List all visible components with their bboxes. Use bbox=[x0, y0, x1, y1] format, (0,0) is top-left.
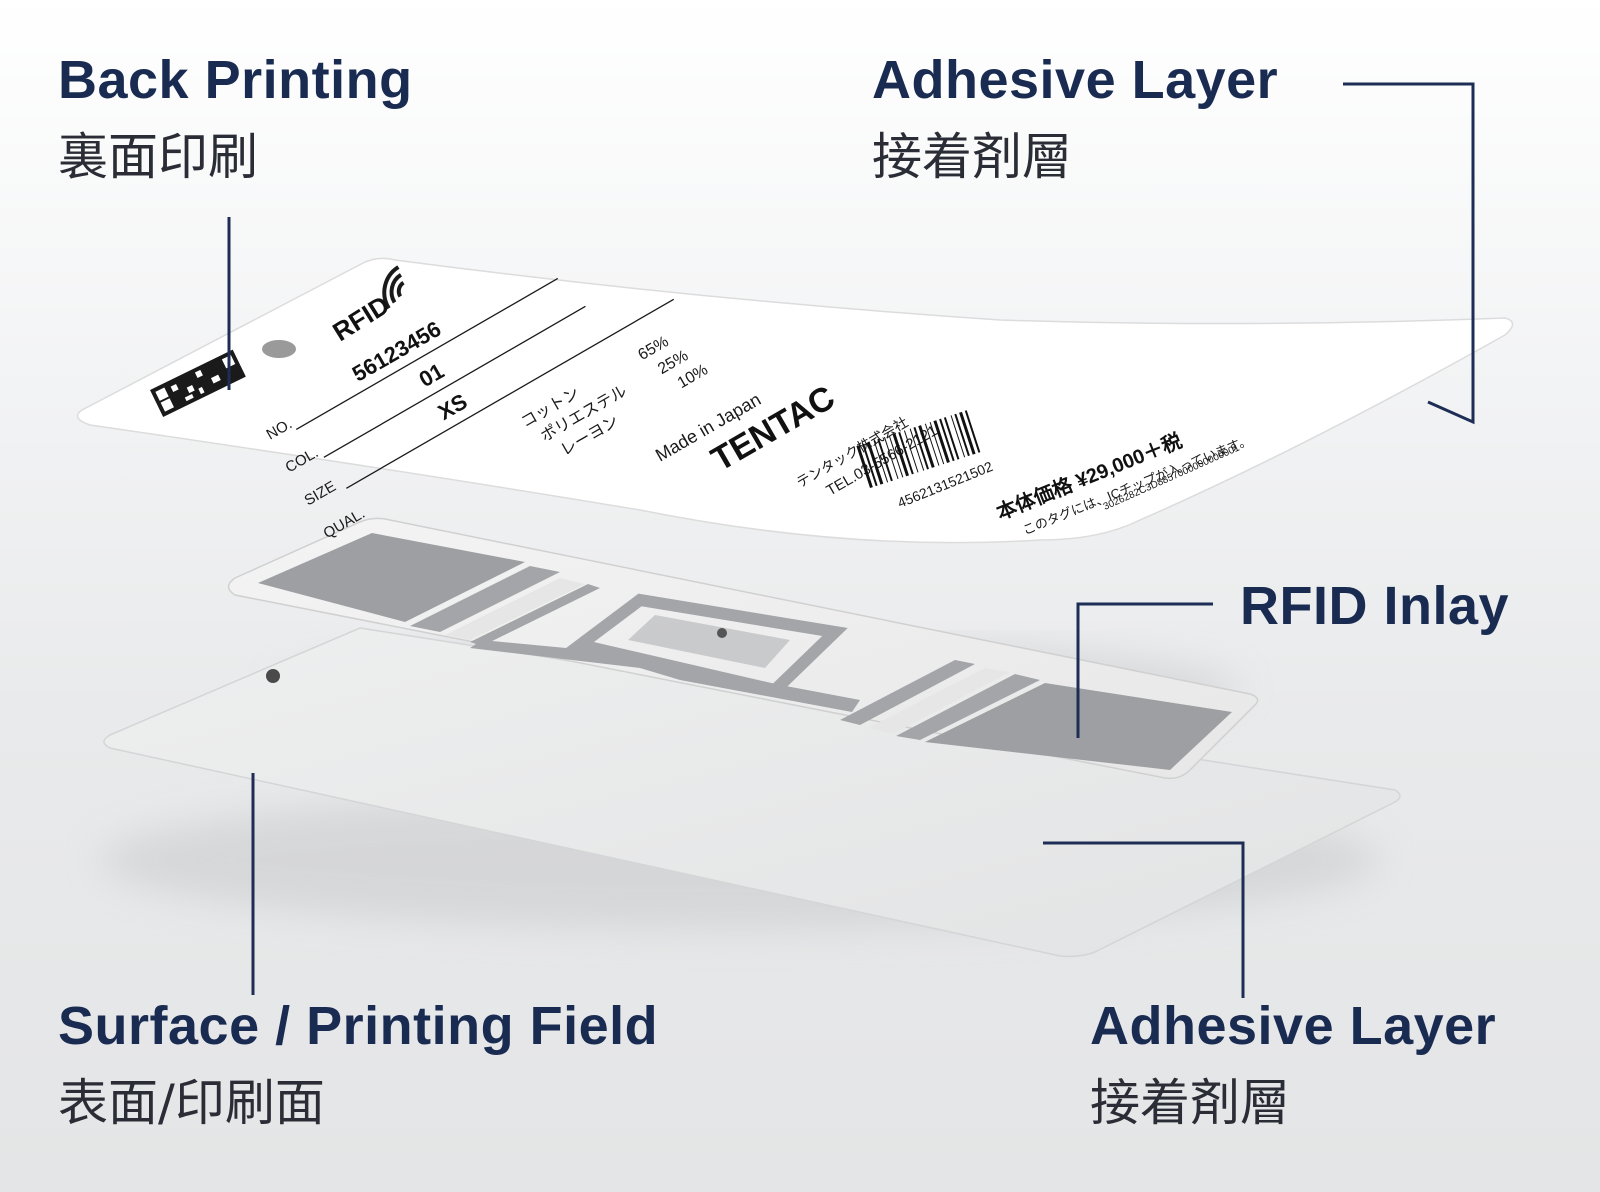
barcode-bar bbox=[877, 438, 893, 482]
barcode-bar bbox=[903, 430, 919, 473]
adhesive-top-jp: 接着剤層 bbox=[872, 127, 1072, 186]
barcode-bar bbox=[856, 445, 873, 488]
barcode-bar bbox=[924, 423, 940, 466]
antenna-meander-right bbox=[896, 674, 1040, 740]
barcode-bar bbox=[954, 413, 970, 457]
hole-icon bbox=[266, 669, 280, 683]
barcode-bar bbox=[883, 436, 899, 480]
leader-adhesive-top bbox=[1343, 82, 1475, 425]
printed-tag: RFID NO. 56123456 COL. 01 SIZE XS QUAL. … bbox=[76, 257, 1514, 544]
adhesive-bottom-jp: 接着剤層 bbox=[1090, 1073, 1290, 1132]
barcode-bar bbox=[866, 441, 884, 485]
barcode-bar bbox=[918, 425, 935, 468]
rfid-wave-icon bbox=[382, 265, 405, 310]
antenna-meander-left bbox=[410, 566, 560, 632]
barcode-bar bbox=[862, 443, 878, 487]
rfid-inlay-en: RFID Inlay bbox=[1240, 576, 1510, 636]
barcode-bar bbox=[959, 411, 976, 455]
barcode-bar bbox=[929, 422, 945, 465]
barcode-bar bbox=[873, 440, 889, 483]
surface-label: Surface / Printing Field 表面/印刷面 bbox=[58, 998, 658, 1129]
adhesive-top-en: Adhesive Layer bbox=[872, 50, 1279, 110]
back-printing-en: Back Printing bbox=[58, 50, 413, 110]
hole-icon bbox=[262, 340, 296, 358]
adhesive-top-label: Adhesive Layer 接着剤層 bbox=[872, 52, 1278, 183]
barcode-bar bbox=[888, 435, 904, 478]
adhesive-bottom-label: Adhesive Layer 接着剤層 bbox=[1090, 998, 1496, 1129]
leader-adhesive-bottom bbox=[1043, 841, 1245, 998]
rfid-inlay bbox=[227, 517, 1259, 780]
back-printing-label: Back Printing 裏面印刷 bbox=[58, 52, 413, 183]
surface-card bbox=[103, 627, 1401, 958]
barcode-bar bbox=[898, 431, 914, 475]
adhesive-bottom-en: Adhesive Layer bbox=[1090, 996, 1497, 1056]
barcode-bar bbox=[950, 415, 966, 458]
back-printing-jp: 裏面印刷 bbox=[58, 127, 258, 186]
leader-rfid-inlay bbox=[1076, 602, 1213, 738]
antenna-pad-left bbox=[258, 533, 525, 622]
barcode-bar bbox=[939, 418, 955, 462]
surface-jp: 表面/印刷面 bbox=[58, 1073, 325, 1132]
barcode-bar bbox=[909, 428, 925, 471]
leader-lines bbox=[227, 82, 1475, 998]
rfid-inlay-label: RFID Inlay bbox=[1240, 578, 1509, 635]
barcode-bar bbox=[964, 410, 981, 453]
size-label: SIZE bbox=[302, 478, 339, 509]
barcode-bar bbox=[892, 433, 909, 477]
barcode-bar bbox=[943, 417, 960, 460]
barcode-bar bbox=[913, 426, 929, 470]
barcode-bar bbox=[933, 420, 950, 463]
chip-icon bbox=[717, 628, 727, 638]
barcode-icon bbox=[856, 410, 981, 488]
surface-en: Surface / Printing Field bbox=[58, 996, 659, 1056]
